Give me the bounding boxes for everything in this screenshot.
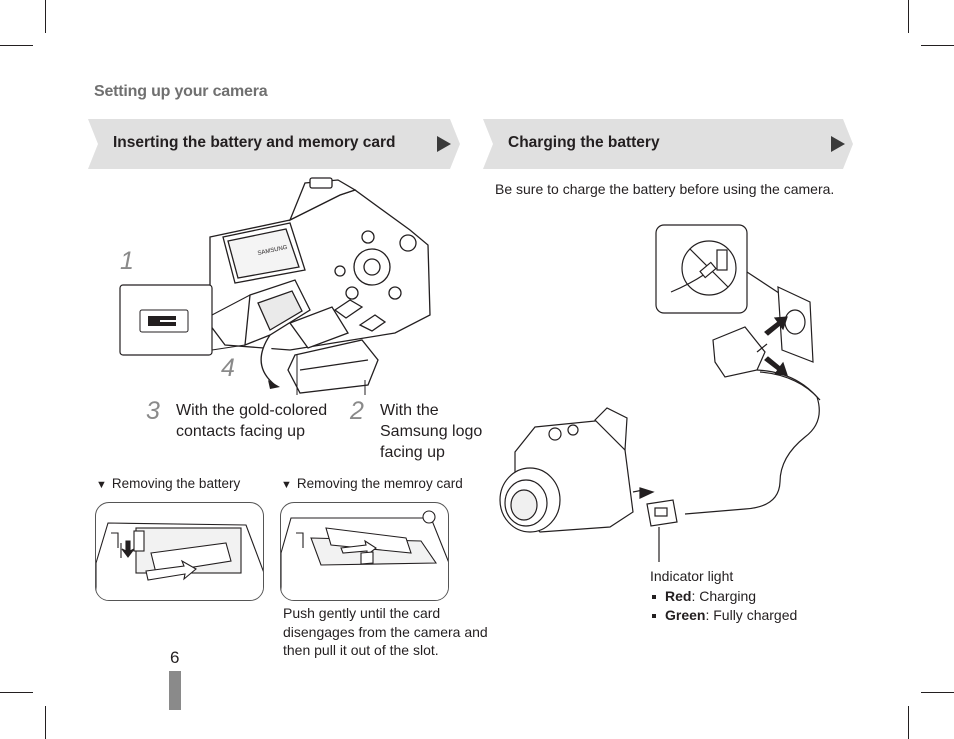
crop-mark: [45, 0, 46, 33]
crop-mark: [921, 45, 954, 46]
step-number: 2: [350, 397, 364, 425]
list-item: Green: Fully charged: [650, 606, 797, 625]
crop-mark: [45, 706, 46, 739]
step-3-text: With the gold-colored contacts facing up: [176, 402, 328, 440]
page-number: 6: [170, 648, 180, 667]
play-arrow-icon: [437, 136, 451, 152]
page-tab: [169, 671, 181, 710]
list-item: Red: Charging: [650, 587, 797, 606]
charging-illustration: [499, 224, 821, 562]
step-2-text: With the Samsung logo facing up: [380, 402, 483, 461]
battery-insertion-illustration: SAMSUNG: [119, 177, 431, 395]
crop-mark: [0, 692, 33, 693]
crop-mark: [921, 692, 954, 693]
charging-banner: Charging the battery: [483, 119, 853, 169]
charge-note: Be sure to charge the battery before usi…: [495, 181, 835, 197]
removing-battery-illustration: [95, 502, 264, 601]
banner-title: Inserting the battery and memory card: [113, 134, 396, 151]
crop-mark: [0, 45, 33, 46]
crop-mark: [908, 706, 909, 739]
battery-card-banner: Inserting the battery and memory card: [88, 119, 460, 169]
removing-card-illustration: [280, 502, 449, 601]
section-title: Setting up your camera: [94, 83, 268, 100]
triangle-down-icon: ▼: [96, 479, 107, 491]
crop-mark: [908, 0, 909, 33]
removing-card-heading: ▼Removing the memroy card: [281, 476, 463, 491]
triangle-down-icon: ▼: [281, 479, 292, 491]
step-number: 4: [221, 354, 235, 382]
removing-battery-heading: ▼Removing the battery: [96, 476, 241, 491]
indicator-status-list: Red: Charging Green: Fully charged: [650, 587, 797, 624]
step-number: 1: [120, 247, 134, 275]
step-number: 3: [146, 397, 160, 425]
indicator-light-title: Indicator light: [650, 568, 734, 584]
banner-title: Charging the battery: [508, 134, 660, 151]
play-arrow-icon: [831, 136, 845, 152]
push-note: Push gently until the card disengages fr…: [283, 605, 488, 658]
